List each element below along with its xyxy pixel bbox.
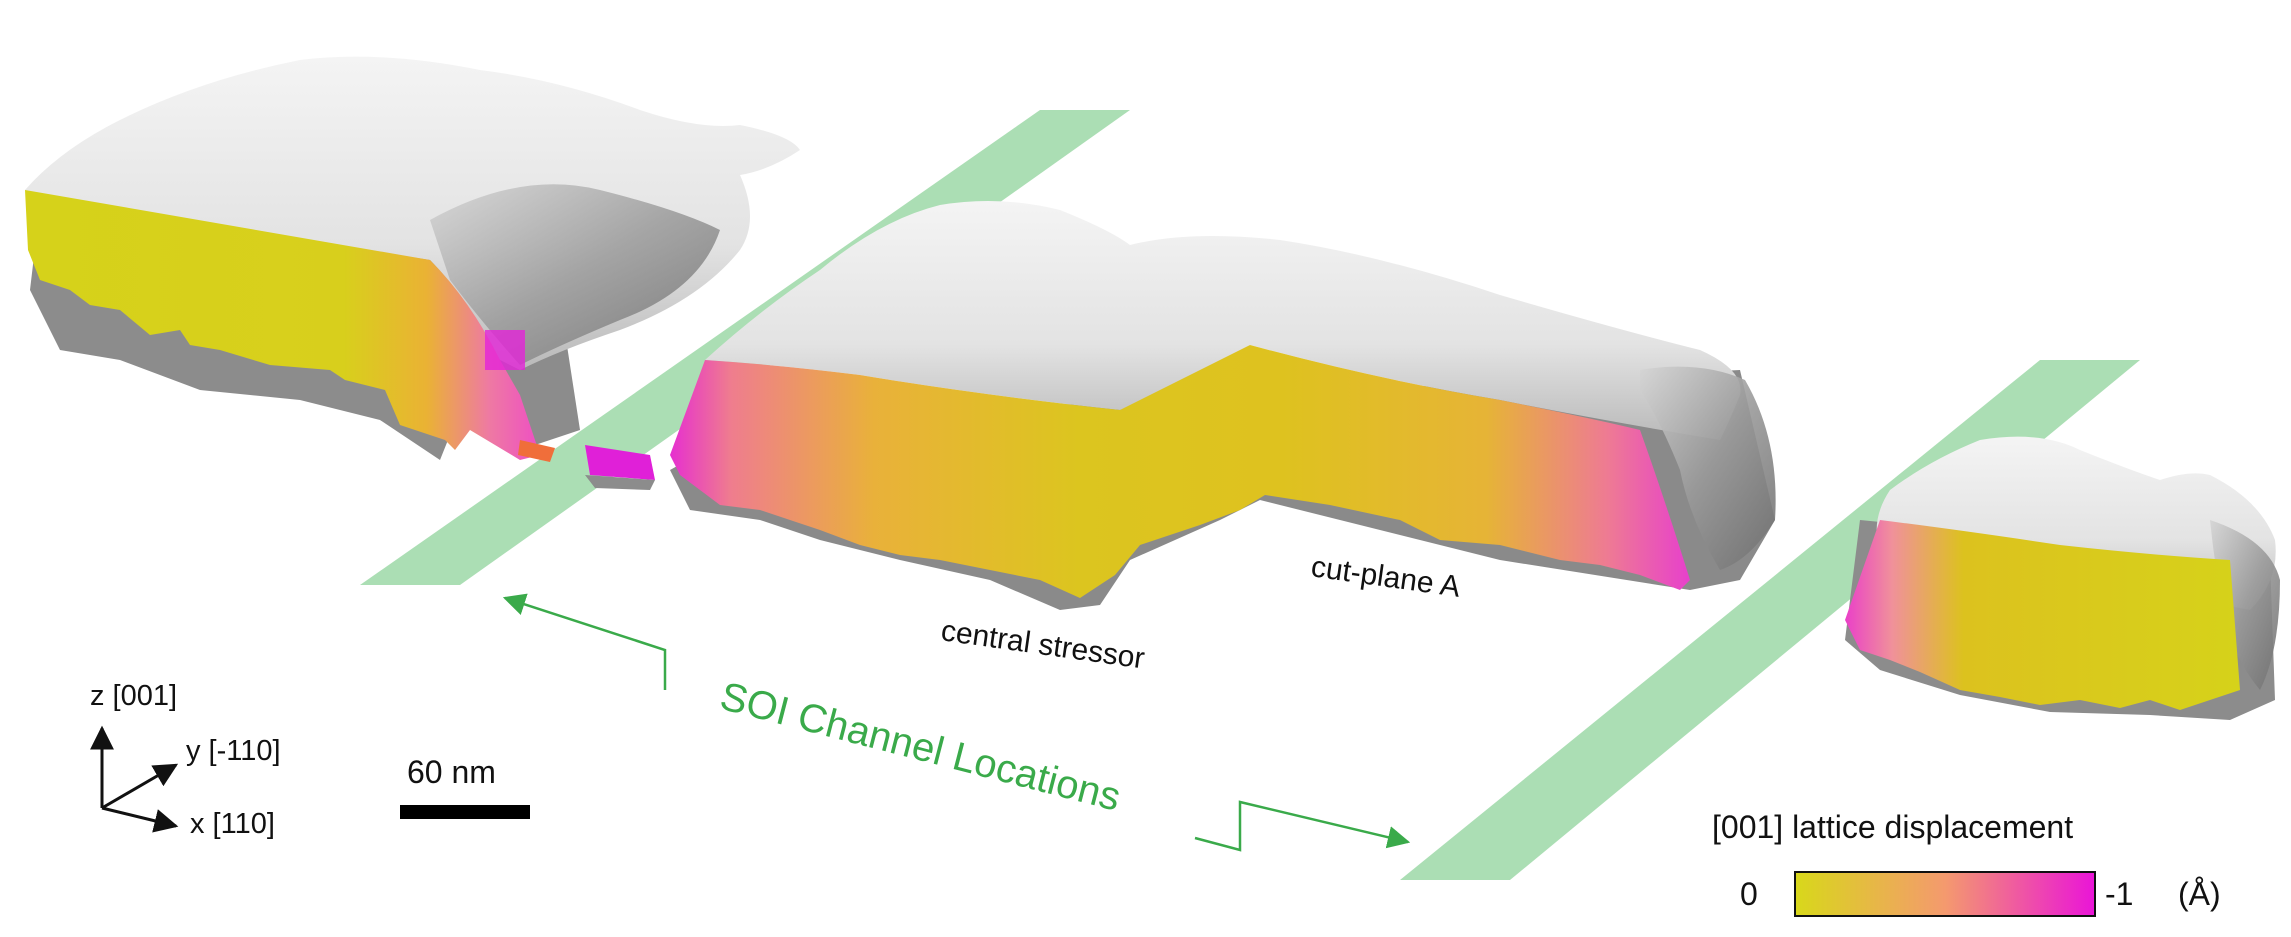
- scale-bar-label: 60 nm: [407, 754, 496, 790]
- colorbar-title: [001] lattice displacement: [1712, 809, 2073, 845]
- colorbar-unit-label: (Å): [2178, 876, 2221, 912]
- colorbar-gradient: [1794, 871, 2096, 917]
- center-block-cut-face: [670, 345, 1690, 598]
- x-axis-label: x [110]: [190, 808, 275, 840]
- stressor-block-center: [670, 201, 1776, 610]
- stressor-block-right: [1845, 436, 2280, 720]
- colorbar-min-label: 0: [1740, 876, 1758, 912]
- detached-fragments: [518, 440, 655, 490]
- soi-channel-label: SOI Channel Locations: [716, 674, 1125, 820]
- scale-bar-line: [400, 805, 530, 819]
- center-block-top-surface: [705, 201, 1741, 440]
- axis-triad: z [001] y [-110] x [110]: [90, 680, 281, 840]
- soi-bracket-left: [502, 593, 667, 690]
- left-block-cut-face: [25, 190, 540, 460]
- stressor-block-left: [25, 56, 800, 460]
- cut-plane-label: cut-plane A: [1309, 550, 1462, 604]
- z-axis-label: z [001]: [90, 680, 177, 712]
- y-axis-label: y [-110]: [186, 735, 281, 767]
- colorbar-max-label: -1: [2105, 876, 2133, 912]
- soi-bracket-right: [1194, 800, 1411, 852]
- x-axis-arrow: [101, 806, 179, 833]
- y-axis-arrow: [101, 763, 179, 810]
- center-block-right-crevice: [1640, 366, 1776, 570]
- central-stressor-label: central stressor: [939, 614, 1147, 675]
- left-block-dark-crevice: [430, 184, 720, 365]
- left-block-magenta-patch: [485, 330, 525, 370]
- scale-bar: 60 nm: [400, 754, 530, 819]
- colorbar: [001] lattice displacement 0 -1 (Å): [1712, 809, 2221, 917]
- right-block-cut-face: [1845, 520, 2240, 710]
